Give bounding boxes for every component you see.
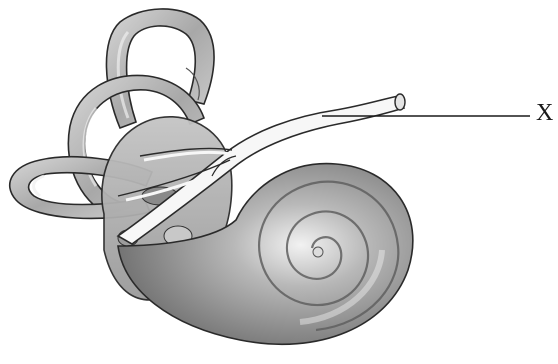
label-x: X bbox=[536, 101, 553, 125]
